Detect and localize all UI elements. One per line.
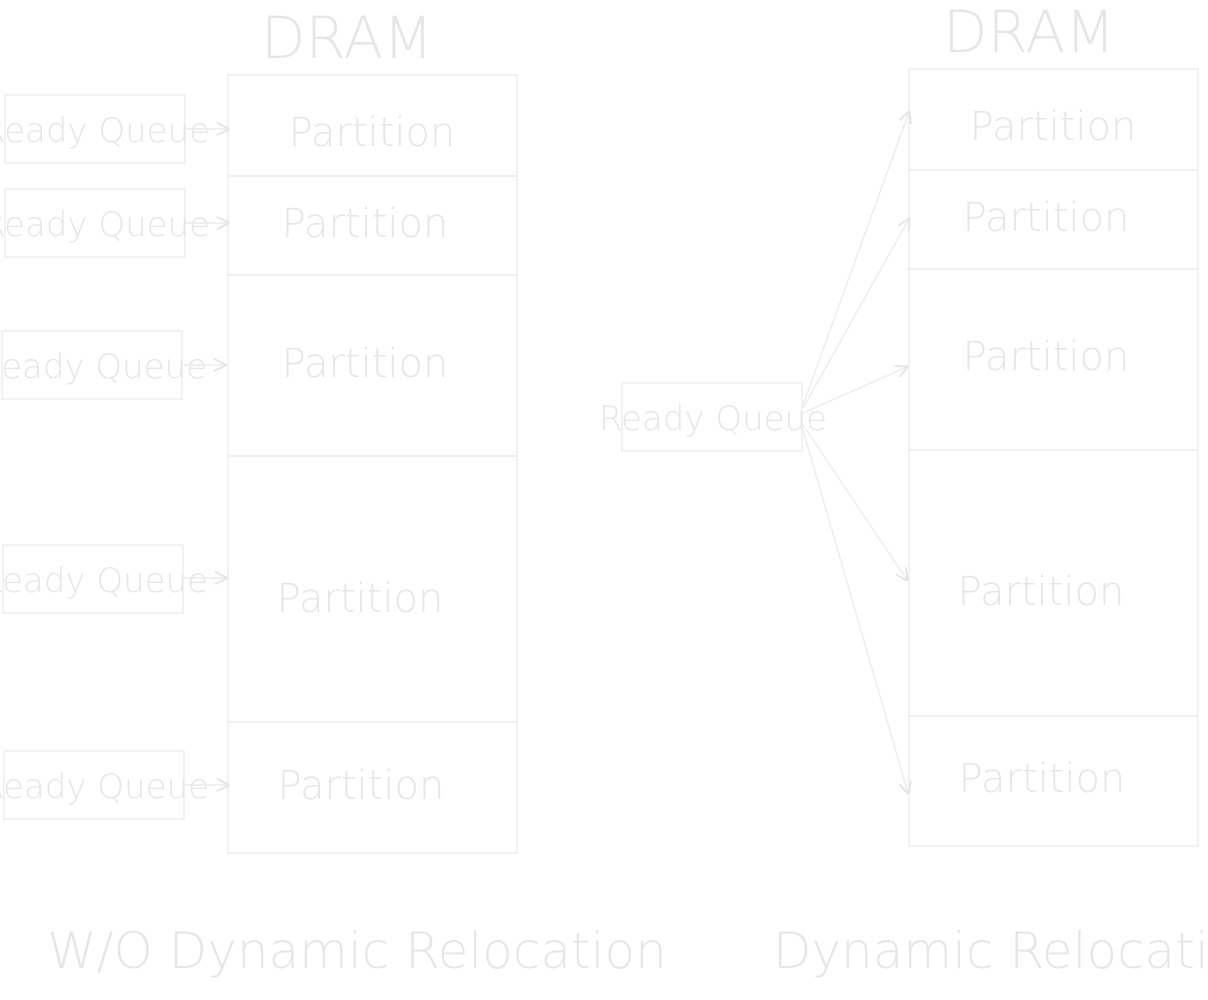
right-caption: Dynamic Relocation [773, 922, 1208, 980]
left-ready-queue-box [1, 330, 183, 400]
left-partition-label: Partition [278, 763, 445, 809]
right-dram-title: DRAM [943, 0, 1115, 66]
left-ready-queue-box [3, 750, 185, 820]
left-partition-label: Partition [282, 341, 449, 387]
right-relocation-arrow [802, 424, 907, 580]
left-caption: W/O Dynamic Relocation [47, 922, 667, 980]
right-relocation-arrow [802, 429, 908, 793]
left-ready-queue-label: Ready Queue [0, 767, 209, 807]
right-partition-label: Partition [970, 104, 1137, 150]
right-partition-label: Partition [958, 569, 1125, 615]
left-ready-queue-label: Ready Queue [0, 561, 208, 601]
right-dram-block [908, 68, 1199, 847]
left-ready-queue-label: Ready Queue [0, 205, 210, 245]
right-ready-queue-box [621, 382, 803, 452]
left-ready-queue-box [2, 544, 184, 614]
right-ready-queue-label: Ready Queue [599, 399, 827, 439]
left-partition-label: Partition [282, 201, 449, 247]
left-ready-queue-box [4, 94, 186, 164]
left-ready-queue-label: Ready Queue [0, 111, 210, 151]
left-partition-label: Partition [289, 110, 456, 156]
right-partition-label: Partition [959, 756, 1126, 802]
right-partition-label: Partition [963, 195, 1130, 241]
left-dram-block [227, 74, 518, 854]
left-ready-queue-box [4, 188, 186, 258]
left-ready-queue-label: Ready Queue [0, 347, 207, 387]
right-partition-label: Partition [963, 334, 1130, 380]
left-partition-label: Partition [277, 576, 444, 622]
right-relocation-arrow [802, 112, 909, 406]
right-relocation-arrow [802, 367, 907, 414]
right-relocation-arrow [802, 219, 909, 409]
left-dram-title: DRAM [261, 4, 433, 72]
